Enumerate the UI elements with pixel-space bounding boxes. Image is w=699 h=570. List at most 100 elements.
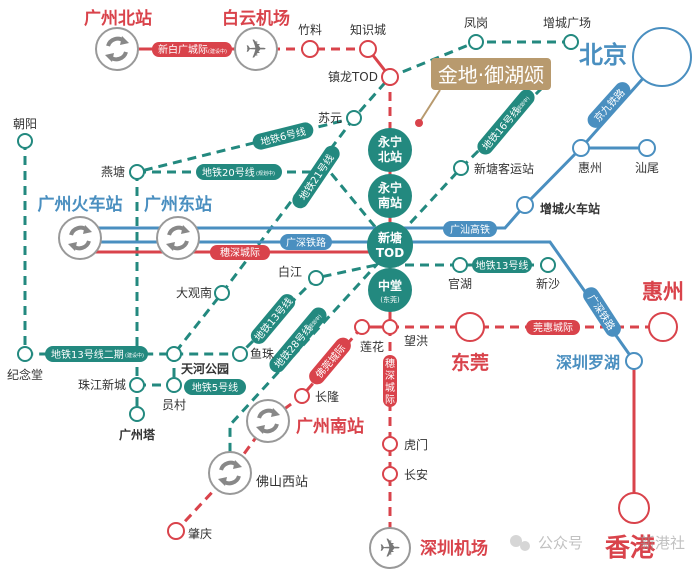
station-shanwei[interactable]: [638, 139, 656, 157]
station-baijiang[interactable]: [308, 270, 324, 286]
station-yuzhu[interactable]: [232, 346, 248, 362]
station-label: 新沙: [536, 276, 560, 291]
station-zengcheng-square[interactable]: [563, 34, 579, 50]
station-daguannan[interactable]: [214, 285, 230, 301]
city-dongguan-circle[interactable]: [455, 312, 485, 342]
station-zhishicheng[interactable]: [359, 40, 377, 58]
station-xinsha[interactable]: [540, 257, 556, 273]
station-humen[interactable]: [382, 436, 398, 452]
station-sublabel: (东莞): [380, 295, 400, 304]
station-canton-tower[interactable]: [129, 406, 145, 422]
station-zhenlong[interactable]: [381, 68, 399, 86]
station-huizhou-small[interactable]: [572, 139, 590, 157]
pill-text: 地铁13号线二期: [51, 348, 124, 361]
station-guanhu[interactable]: [452, 257, 468, 273]
stations: 竹料 知识城 镇龙TOD 凤岗 增城广场 苏元 朝阳 燕塘 新塘客运站 惠州 汕…: [7, 16, 659, 541]
city-label-huizhou: 惠州: [642, 280, 684, 304]
city-label-beijing: 北京: [579, 41, 627, 69]
station-label: 员村: [162, 398, 186, 412]
pill-foguan: 佛莞城际: [309, 337, 351, 385]
hub-label-baiyun: 白云机场: [222, 8, 290, 29]
station-changlong[interactable]: [294, 388, 310, 404]
station-label: 莲花: [360, 339, 384, 354]
pill-metro6: 地铁6号线: [252, 122, 314, 150]
station-luohu[interactable]: [625, 352, 643, 370]
pill-text: 广深铁路: [286, 236, 326, 249]
station-label: 肇庆: [188, 526, 212, 541]
project-label: 金地·御湖颂: [438, 63, 544, 87]
pill-text: 地铁21号线: [296, 152, 336, 203]
pill-metro16: 地铁16号线(规划中): [477, 89, 535, 155]
station-label: 苏元: [318, 111, 342, 125]
pill-note: (建设中): [125, 352, 144, 359]
pill-text: 地铁5号线: [192, 381, 238, 394]
station-zhujiang-newtown[interactable]: [129, 377, 145, 393]
hub-label-gz-north: 广州北站: [84, 8, 152, 29]
station-label: 天河公园: [181, 361, 229, 376]
pill-xinbaiguang: 新白广城际(建设中): [152, 42, 232, 57]
sync-icon[interactable]: [207, 450, 253, 496]
sync-icon[interactable]: [57, 215, 103, 261]
sync-icon[interactable]: [94, 26, 140, 72]
station-wanghong[interactable]: [382, 319, 398, 335]
station-label: TOD: [376, 246, 404, 260]
hub-label-foshan-west: 佛山西站: [256, 475, 308, 490]
pill-text: 莞惠城际: [533, 321, 573, 334]
station-label: 永宁: [377, 134, 402, 149]
hub-label-gz-rail: 广州火车站: [38, 194, 123, 215]
city-label-dongguan: 东莞: [451, 351, 489, 374]
pill-metro13: 地铁13号线: [472, 257, 532, 273]
line-metro28: [228, 248, 392, 452]
city-beijing-circle[interactable]: [632, 27, 692, 87]
station-zhongtang[interactable]: 中堂(东莞): [368, 268, 412, 312]
watermark: 公众号 新港社: [510, 534, 685, 552]
sync-icon[interactable]: [155, 215, 201, 261]
line-labels: 新白广城际(建设中) 地铁6号线 地铁20号线(规划中) 地铁21号线 地铁16…: [45, 42, 631, 407]
hub-sz-airport[interactable]: ✈: [369, 527, 411, 569]
city-huizhou-circle[interactable]: [648, 312, 678, 342]
station-label: 白江: [278, 264, 302, 279]
hubs: 广州北站 ✈ 白云机场 广州火车站 广州东站 广州南站 佛山西站 ✈ 深圳机场: [38, 8, 488, 569]
city-label-hongkong: 香港: [605, 533, 656, 562]
station-yuncun[interactable]: [166, 377, 182, 393]
station-changan[interactable]: [382, 466, 398, 482]
city-hongkong-circle[interactable]: [618, 492, 650, 524]
pill-text: 城: [385, 382, 395, 394]
station-yantang[interactable]: [129, 164, 145, 180]
station-zhaoqing[interactable]: [167, 522, 185, 540]
station-chaoyang[interactable]: [17, 133, 33, 149]
station-label: 鱼珠: [250, 347, 274, 361]
pill-metro5: 地铁5号线: [184, 379, 246, 395]
line-metro21: [172, 117, 356, 355]
station-label: 长隆: [315, 389, 339, 404]
station-suyuan[interactable]: [346, 110, 362, 126]
pill-metro20: 地铁20号线(规划中): [196, 164, 282, 180]
city-label-luohu: 深圳罗湖: [556, 353, 620, 372]
pill-text: 穗深城际: [220, 246, 260, 259]
station-zhuliao[interactable]: [301, 40, 319, 58]
station-label: 珠江新城: [78, 377, 126, 392]
station-label: 望洪: [404, 334, 428, 348]
station-tianhe-park[interactable]: [166, 346, 182, 362]
pill-text: 际: [385, 394, 395, 406]
pill-guangshen: 广深铁路: [280, 234, 332, 250]
sync-icon[interactable]: [245, 398, 291, 444]
station-label: 增城广场: [543, 16, 591, 30]
station-zengcheng-rail[interactable]: [516, 196, 534, 214]
station-fenggang[interactable]: [468, 34, 484, 50]
pill-text: 穗: [385, 357, 395, 370]
station-lianhua[interactable]: [354, 319, 370, 335]
hub-baiyun-airport[interactable]: ✈: [234, 27, 278, 71]
station-label: 官湖: [448, 276, 472, 291]
pill-guangshen-diag: 广深铁路: [583, 287, 621, 337]
station-label: 凤岗: [464, 16, 488, 30]
project-callout: 金地·御湖颂: [415, 58, 551, 127]
station-xintang-keyun[interactable]: [453, 160, 469, 176]
pill-note: (规划中): [256, 170, 275, 177]
pill-guanhui: 莞惠城际: [526, 320, 580, 335]
station-jiniantang[interactable]: [17, 346, 33, 362]
